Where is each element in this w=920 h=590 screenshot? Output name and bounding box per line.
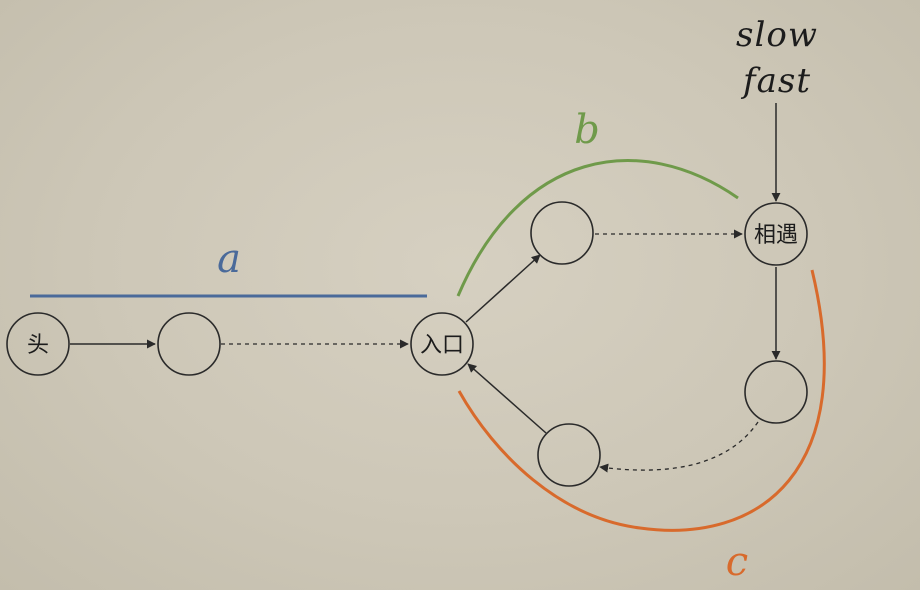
node-1 <box>157 312 221 376</box>
segment-b-label: b <box>574 107 600 153</box>
edge-right-node-to-bottom-node <box>599 421 759 473</box>
edge-bottom-node-to-entrance <box>467 363 547 434</box>
edge-entrance-to-top-node <box>465 254 541 323</box>
segment-c-label: c <box>726 539 748 585</box>
segment-b-arc <box>456 159 739 297</box>
segment-c-arc <box>457 269 826 532</box>
node-entrance-label: 入口 <box>420 333 464 358</box>
node-entrance: 入口 <box>410 312 474 376</box>
slow-pointer-label: slow <box>736 15 818 55</box>
segment-a-label: a <box>217 236 241 282</box>
fast-pointer-label: fast <box>740 61 811 101</box>
node-head: 头 <box>6 312 70 376</box>
node-right <box>744 360 808 424</box>
node-meeting-label: 相遇 <box>754 223 798 248</box>
node-bottom <box>537 423 601 487</box>
node-head-label: 头 <box>27 333 49 358</box>
node-meeting: 相遇 <box>744 202 808 266</box>
node-top <box>530 201 594 265</box>
